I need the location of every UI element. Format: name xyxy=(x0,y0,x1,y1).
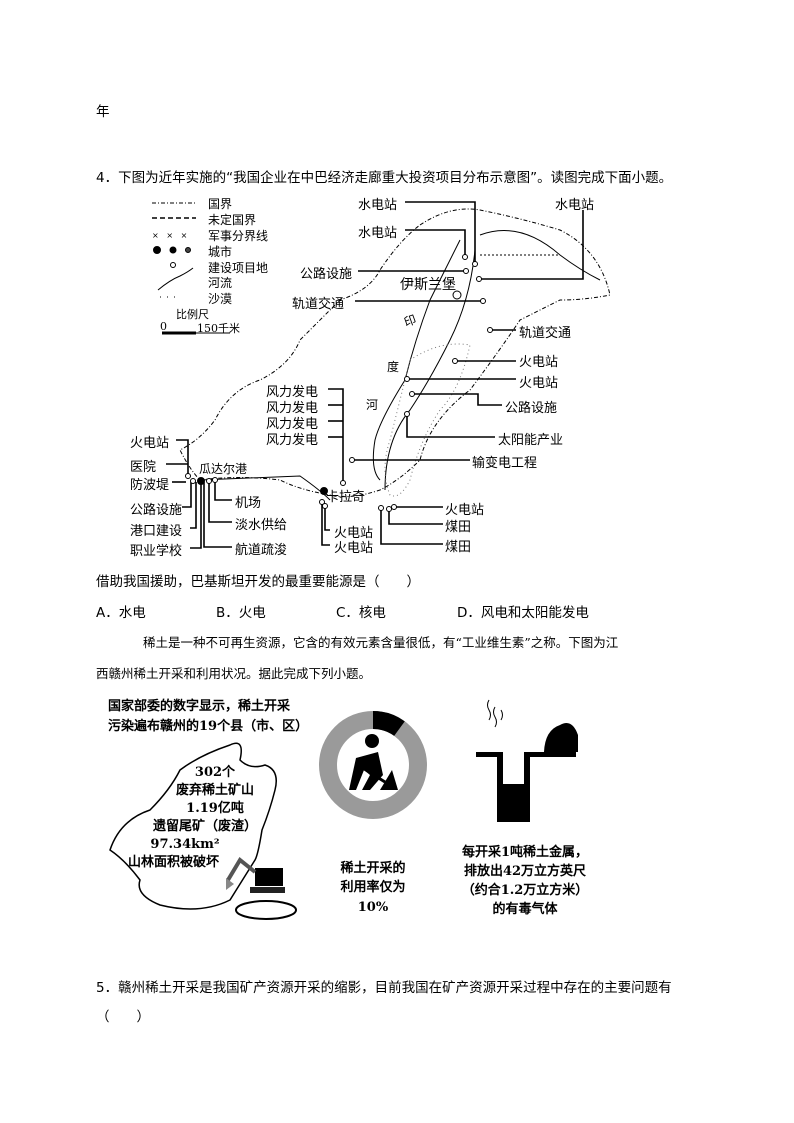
map-label: 煤田 xyxy=(445,540,472,555)
map-label: 煤田 xyxy=(445,520,472,535)
map-label: 淡水供给 xyxy=(235,518,288,533)
option-a: A．水电 xyxy=(96,605,146,621)
legend-scale-title: 比例尺 xyxy=(176,308,209,321)
question-5-stem: 5．赣州稀土开采是我国矿产资源开采的缩影，目前我国在矿产资源开采过程中存在的主要… xyxy=(96,980,672,996)
excavator-icon xyxy=(226,857,285,893)
toxic-gas-pit-icon xyxy=(476,699,578,822)
map-stat: 废弃稀土矿山 xyxy=(175,783,254,798)
map-label: 太阳能产业 xyxy=(498,433,564,448)
river-label: 度 xyxy=(387,360,400,374)
map-label: 火电站 xyxy=(334,541,374,556)
gas-caption: （约合1.2万立方米） xyxy=(461,883,589,898)
info-title-1: 国家部委的数字显示，稀土开采 xyxy=(108,699,291,714)
legend-scale-end: 150千米 xyxy=(197,322,240,335)
question-5-blank: （ ） xyxy=(96,1009,150,1025)
map-label: 风力发电 xyxy=(266,385,319,400)
map-label: 火电站 xyxy=(334,526,374,541)
map-lines: × × × xyxy=(152,201,611,549)
map-label: 火电站 xyxy=(445,503,485,518)
map-label: 公路设施 xyxy=(130,503,183,518)
legend-city: 城市 xyxy=(208,245,233,259)
utilization-donut xyxy=(319,711,427,819)
passage-line-1: 稀土是一种不可再生资源，它含的有效元素含量很低，有“工业维生素”之称。下图为江 xyxy=(143,635,619,650)
map-label: 公路设施 xyxy=(505,401,558,416)
passage-line-2: 西赣州稀土开采和利用状况。据此完成下列小题。 xyxy=(96,666,372,681)
map-label: 风力发电 xyxy=(266,433,319,448)
gas-caption: 排放出42万立方英尺 xyxy=(463,864,587,879)
map-label: 火电站 xyxy=(519,376,559,391)
option-b: B．火电 xyxy=(216,605,266,621)
map-stat: 山林面积被破坏 xyxy=(128,855,220,870)
question-4-text: 借助我国援助，巴基斯坦开发的最重要能源是（ ） xyxy=(96,574,420,590)
gas-caption: 每开采1吨稀土金属， xyxy=(461,845,589,860)
info-title-2: 污染遍布赣州的19个县（市、区） xyxy=(108,719,309,734)
map-label: 水电站 xyxy=(358,226,398,241)
map-label: 风力发电 xyxy=(266,401,319,416)
donut-caption: 利用率仅为 xyxy=(340,880,406,895)
gas-caption: 的有毒气体 xyxy=(492,902,558,917)
donut-utilized-segment xyxy=(372,711,405,737)
map-label: 水电站 xyxy=(358,198,398,213)
map-label: 医院 xyxy=(130,460,157,475)
map-label: 火电站 xyxy=(130,436,170,451)
map-label: 防波堤 xyxy=(130,478,170,493)
legend-project: 建设项目地 xyxy=(208,261,269,275)
map-label: 水电站 xyxy=(555,198,595,213)
legend-military-line: 军事分界线 xyxy=(208,229,269,243)
legend-river: 河流 xyxy=(208,276,233,290)
map-label-gwadar: 瓜达尔港 xyxy=(199,462,248,476)
map-label-karachi: 卡拉奇 xyxy=(326,490,366,505)
ganzhou-outline xyxy=(109,742,277,910)
legend-undetermined-border: 未定国界 xyxy=(208,213,257,227)
map-stat: 302个 xyxy=(194,765,236,780)
donut-caption: 稀土开采的 xyxy=(340,861,406,876)
map-label: 轨道交通 xyxy=(519,326,572,341)
option-d: D．风电和太阳能发电 xyxy=(457,605,589,621)
map-label-islamabad: 伊斯兰堡 xyxy=(400,277,456,293)
map-label: 轨道交通 xyxy=(292,297,345,312)
map-label: 风力发电 xyxy=(266,417,319,432)
header-fragment: 年 xyxy=(96,104,110,120)
map-label: 公路设施 xyxy=(300,267,353,282)
donut-percentage: 10% xyxy=(357,900,389,915)
map-stat: 1.19亿吨 xyxy=(186,801,244,816)
map-stat: 遗留尾矿（废渣） xyxy=(152,819,257,834)
worker-icon xyxy=(349,734,398,790)
map-label: 机场 xyxy=(235,496,262,511)
map-label: 职业学校 xyxy=(130,544,183,559)
svg-text:× × ×: × × × xyxy=(152,231,187,240)
map-label: 输变电工程 xyxy=(472,456,538,471)
legend-scale-zero: 0 xyxy=(160,320,167,333)
legend-border: 国界 xyxy=(208,197,233,211)
legend-desert: 沙漠 xyxy=(208,292,233,306)
map-stat: 97.34km² xyxy=(150,837,220,852)
question-4-stem: 4．下图为近年实施的“我国企业在中巴经济走廊重大投资项目分布示意图”。读图完成下… xyxy=(96,170,673,186)
river-label: 河 xyxy=(366,398,379,412)
map-label: 火电站 xyxy=(519,355,559,370)
map-label: 港口建设 xyxy=(130,524,183,539)
map-label: 航道疏浚 xyxy=(235,543,288,558)
option-c: C．核电 xyxy=(336,605,386,621)
